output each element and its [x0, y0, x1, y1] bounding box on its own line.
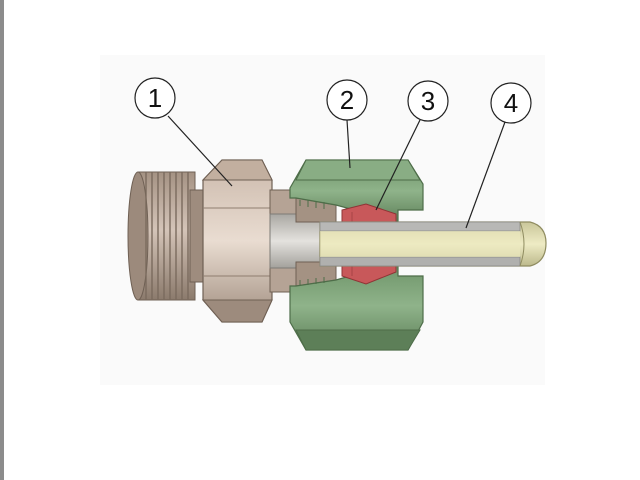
- fitting-body-hex: [201, 159, 273, 323]
- union-nut: [289, 159, 424, 351]
- callout-4: 4: [465, 82, 532, 229]
- threaded-stud-end: [127, 171, 207, 301]
- callout-label-1: 1: [148, 83, 162, 113]
- callout-label-2: 2: [340, 85, 354, 115]
- callout-1: 1: [134, 77, 233, 187]
- callout-label-4: 4: [504, 88, 518, 118]
- window-left-edge: [0, 0, 4, 480]
- cutting-ring: [341, 203, 397, 285]
- callout-label-3: 3: [421, 86, 435, 116]
- tube: [319, 221, 547, 267]
- callout-2: 2: [326, 79, 368, 169]
- fitting-body-neck: [269, 189, 337, 293]
- callout-3: 3: [375, 80, 449, 211]
